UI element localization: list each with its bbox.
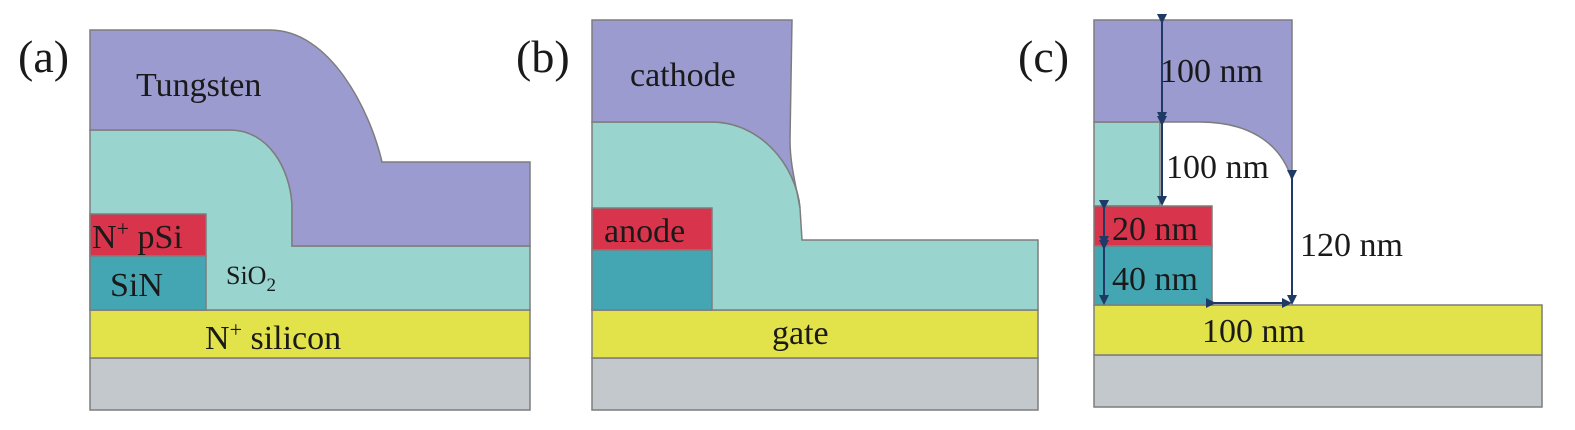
- panel-b-anode-label: anode: [604, 213, 685, 250]
- panel-c-dim-width-label: 100 nm: [1202, 313, 1305, 350]
- panel-b-label: (b): [516, 31, 570, 82]
- panel-a-sio2-label: SiO2: [226, 261, 276, 296]
- panel-c-dim-nitride-label: 40 nm: [1112, 261, 1198, 298]
- panel-a-n-silicon-label: N+ silicon: [205, 317, 341, 357]
- panel-b-cathode-label: cathode: [630, 57, 736, 94]
- panel-a-n-silicon-layer: [89, 309, 531, 359]
- panel-c-dim-cathode-label: 100 nm: [1160, 53, 1263, 90]
- panel-c-dim-height-label: 120 nm: [1300, 227, 1403, 264]
- panel-c-oxide-pillar: [1093, 121, 1161, 207]
- panel-c: (c) 100 nm 100 nm 20 nm 40 nm 120 nm 100…: [1018, 14, 1543, 408]
- panel-b-nitride-layer: [591, 249, 713, 311]
- panel-c-gate-layer: [1093, 304, 1543, 356]
- panel-c-label: (c): [1018, 31, 1069, 82]
- panel-a-n-psi-label: N+ pSi: [92, 216, 183, 256]
- panel-a-sin-label: SiN: [110, 267, 163, 304]
- panel-c-substrate: [1093, 354, 1543, 408]
- panel-a-sin-layer: [89, 255, 207, 311]
- panel-b-gate-layer: [591, 309, 1039, 359]
- panel-a: (a) Tungsten N+ pSi SiN SiO2 N+ silicon: [18, 29, 531, 411]
- panel-b-gate-label: gate: [772, 315, 829, 352]
- panel-a-label: (a): [18, 31, 69, 82]
- panel-a-tungsten-layer: [89, 29, 531, 247]
- panel-b-anode-layer: [591, 207, 713, 251]
- panel-c-anode-layer: [1093, 205, 1213, 247]
- panel-b-cathode-layer: [591, 19, 801, 209]
- panel-a-tungsten-label: Tungsten: [136, 67, 261, 104]
- panel-c-dim-gap-label: 100 nm: [1166, 149, 1269, 186]
- panel-c-dim-anode-label: 20 nm: [1112, 211, 1198, 248]
- panel-b: (b) cathode anode gate: [516, 19, 1039, 411]
- panel-a-substrate: [89, 357, 531, 411]
- panel-c-nitride-layer: [1093, 245, 1213, 306]
- panel-b-substrate: [591, 357, 1039, 411]
